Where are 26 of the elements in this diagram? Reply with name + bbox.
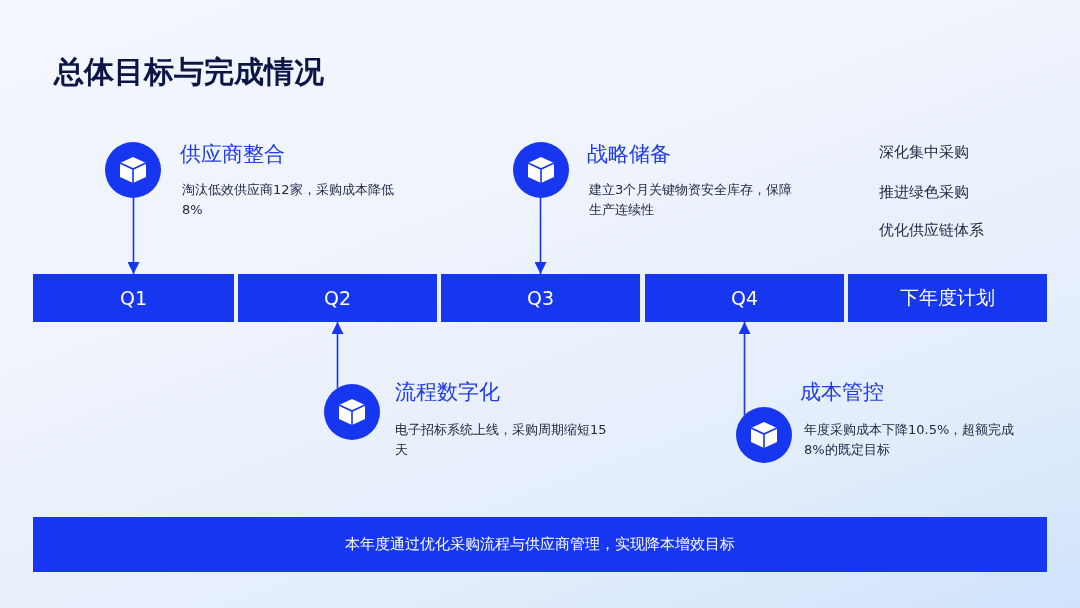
milestone-description: 电子招标系统上线，采购周期缩短15天 (395, 421, 607, 459)
plan-item: 优化供应链体系 (879, 221, 984, 240)
connector-line (738, 321, 751, 416)
connector-line (331, 321, 344, 389)
timeline-segment: Q2 (238, 274, 437, 322)
timeline-segment: 下年度计划 (848, 274, 1047, 322)
milestone-description: 淘汰低效供应商12家，采购成本降低8% (182, 181, 394, 219)
timeline-segment: Q3 (441, 274, 640, 322)
timeline-segment: Q1 (33, 274, 234, 322)
timeline-segment: Q4 (645, 274, 844, 322)
connector-line (534, 197, 547, 275)
timeline-circle (513, 142, 569, 198)
plan-item: 推进绿色采购 (879, 183, 969, 202)
milestone-heading: 流程数字化 (395, 379, 500, 406)
milestone-description: 建立3个月关键物资安全库存，保障生产连续性 (589, 181, 794, 219)
slide-title: 总体目标与完成情况 (54, 53, 324, 91)
connector-line (127, 197, 140, 275)
milestone-heading: 战略储备 (587, 141, 671, 168)
milestone-heading: 供应商整合 (180, 141, 285, 168)
milestone-description: 年度采购成本下降10.5%，超额完成8%的既定目标 (804, 421, 1016, 459)
timeline-circle (736, 407, 792, 463)
timeline-circle (105, 142, 161, 198)
timeline-circle (324, 384, 380, 440)
summary-banner: 本年度通过优化采购流程与供应商管理，实现降本增效目标 (33, 517, 1047, 572)
plan-item: 深化集中采购 (879, 143, 969, 162)
milestone-heading: 成本管控 (800, 379, 884, 406)
